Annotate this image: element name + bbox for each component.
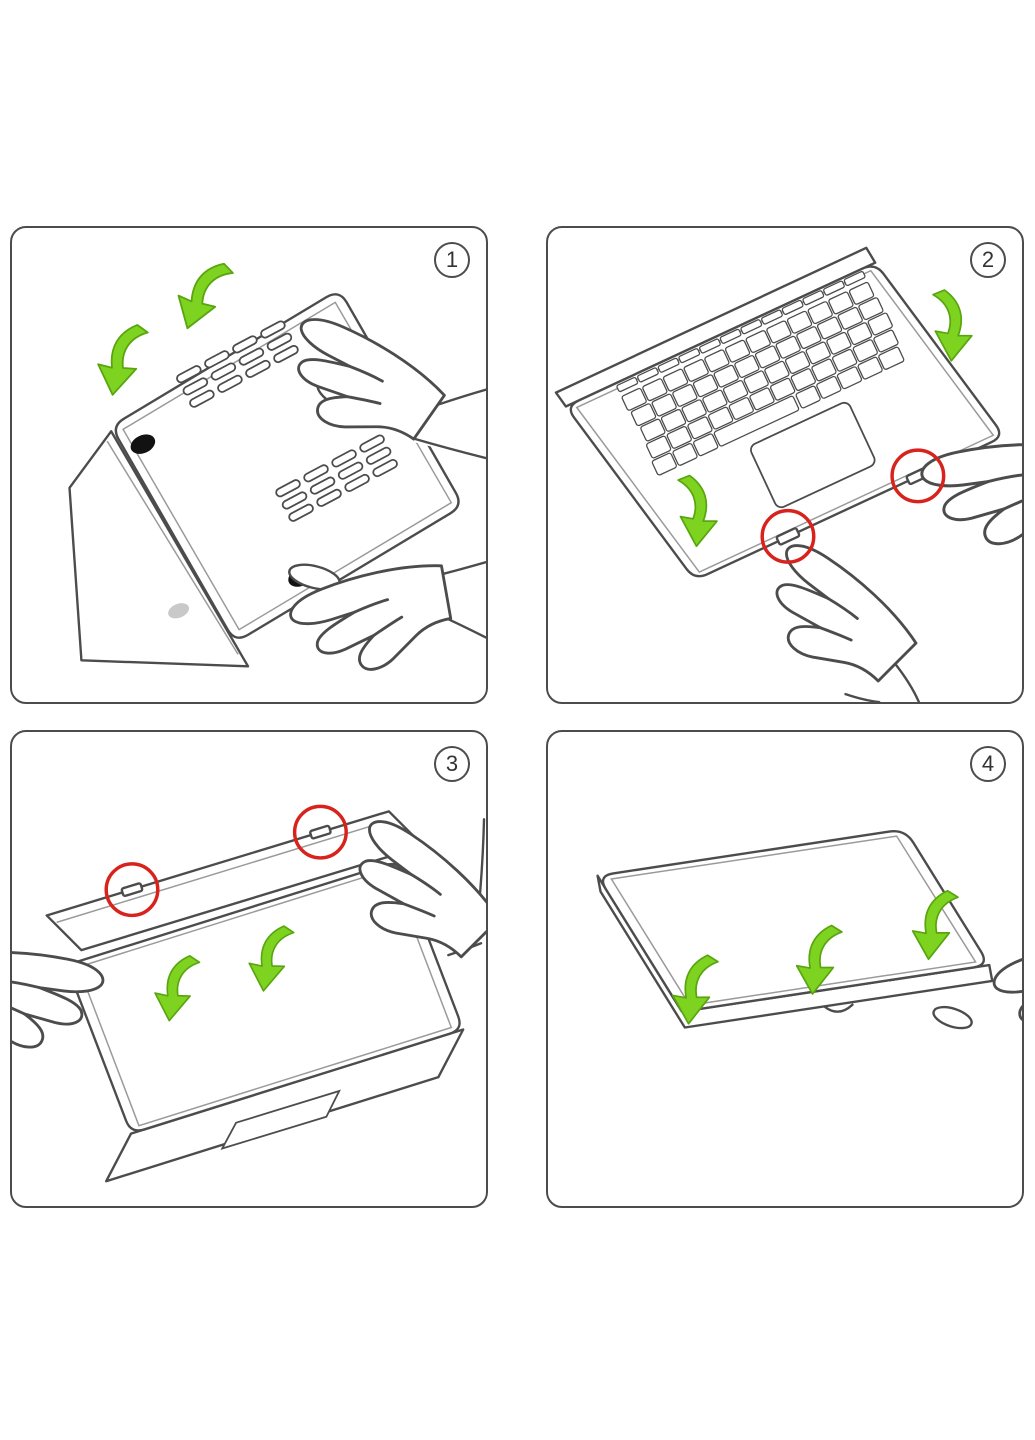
green-arrow-icon: [166, 251, 236, 337]
panel-step-3: 3: [10, 730, 488, 1208]
step-number: 4: [981, 751, 995, 776]
panel-step-2: 2: [546, 226, 1024, 704]
step-number-badge: 3: [434, 746, 470, 782]
thumb: [932, 1005, 973, 1030]
laptop-screen-edge: [68, 430, 250, 668]
hand-illustration: [988, 932, 1022, 1052]
clip-tab: [120, 882, 144, 898]
clip-highlight-circle: [104, 862, 160, 918]
panel-step-1: 1: [10, 226, 488, 704]
illustration-lower-top-cover: [12, 803, 486, 1183]
arm-outline: [844, 661, 921, 702]
illustration-press-bottom-case: [68, 251, 486, 684]
clip-highlight-circle: [292, 804, 348, 860]
rubber-foot: [130, 434, 156, 454]
step-number: 2: [981, 247, 995, 272]
clip-tab: [775, 527, 801, 546]
clip-highlight-circle: [760, 508, 816, 564]
step-number-badge: 2: [970, 242, 1006, 278]
illustration-clip-front-edge: [554, 246, 1022, 702]
clip-tab: [309, 824, 332, 840]
trackpad: [220, 1089, 341, 1150]
arm: [441, 557, 486, 645]
lid-logo-oval: [168, 603, 190, 619]
trackpad: [750, 401, 876, 509]
arm-outline: [441, 560, 486, 639]
thumb-notch: [823, 1003, 854, 1013]
lid-inner-edge: [610, 835, 977, 1007]
clip-highlight-circle: [890, 448, 946, 504]
screen-edge-detail: [106, 440, 239, 655]
lid-inner-edge: [77, 867, 453, 1127]
arm: [410, 381, 486, 462]
illustration-press-edges: [596, 830, 1022, 1052]
arm-outline: [411, 388, 486, 460]
step-number: 3: [445, 751, 459, 776]
keyboard: [615, 270, 905, 509]
step-number-badge: 4: [970, 746, 1006, 782]
step-number-badge: 1: [434, 242, 470, 278]
step-number: 1: [445, 247, 459, 272]
panel-step-4: 4: [546, 730, 1024, 1208]
bottom-case-inner-edge: [122, 301, 453, 631]
keyboard-bottom-row: [651, 346, 905, 476]
green-arrow-icon: [90, 317, 150, 401]
